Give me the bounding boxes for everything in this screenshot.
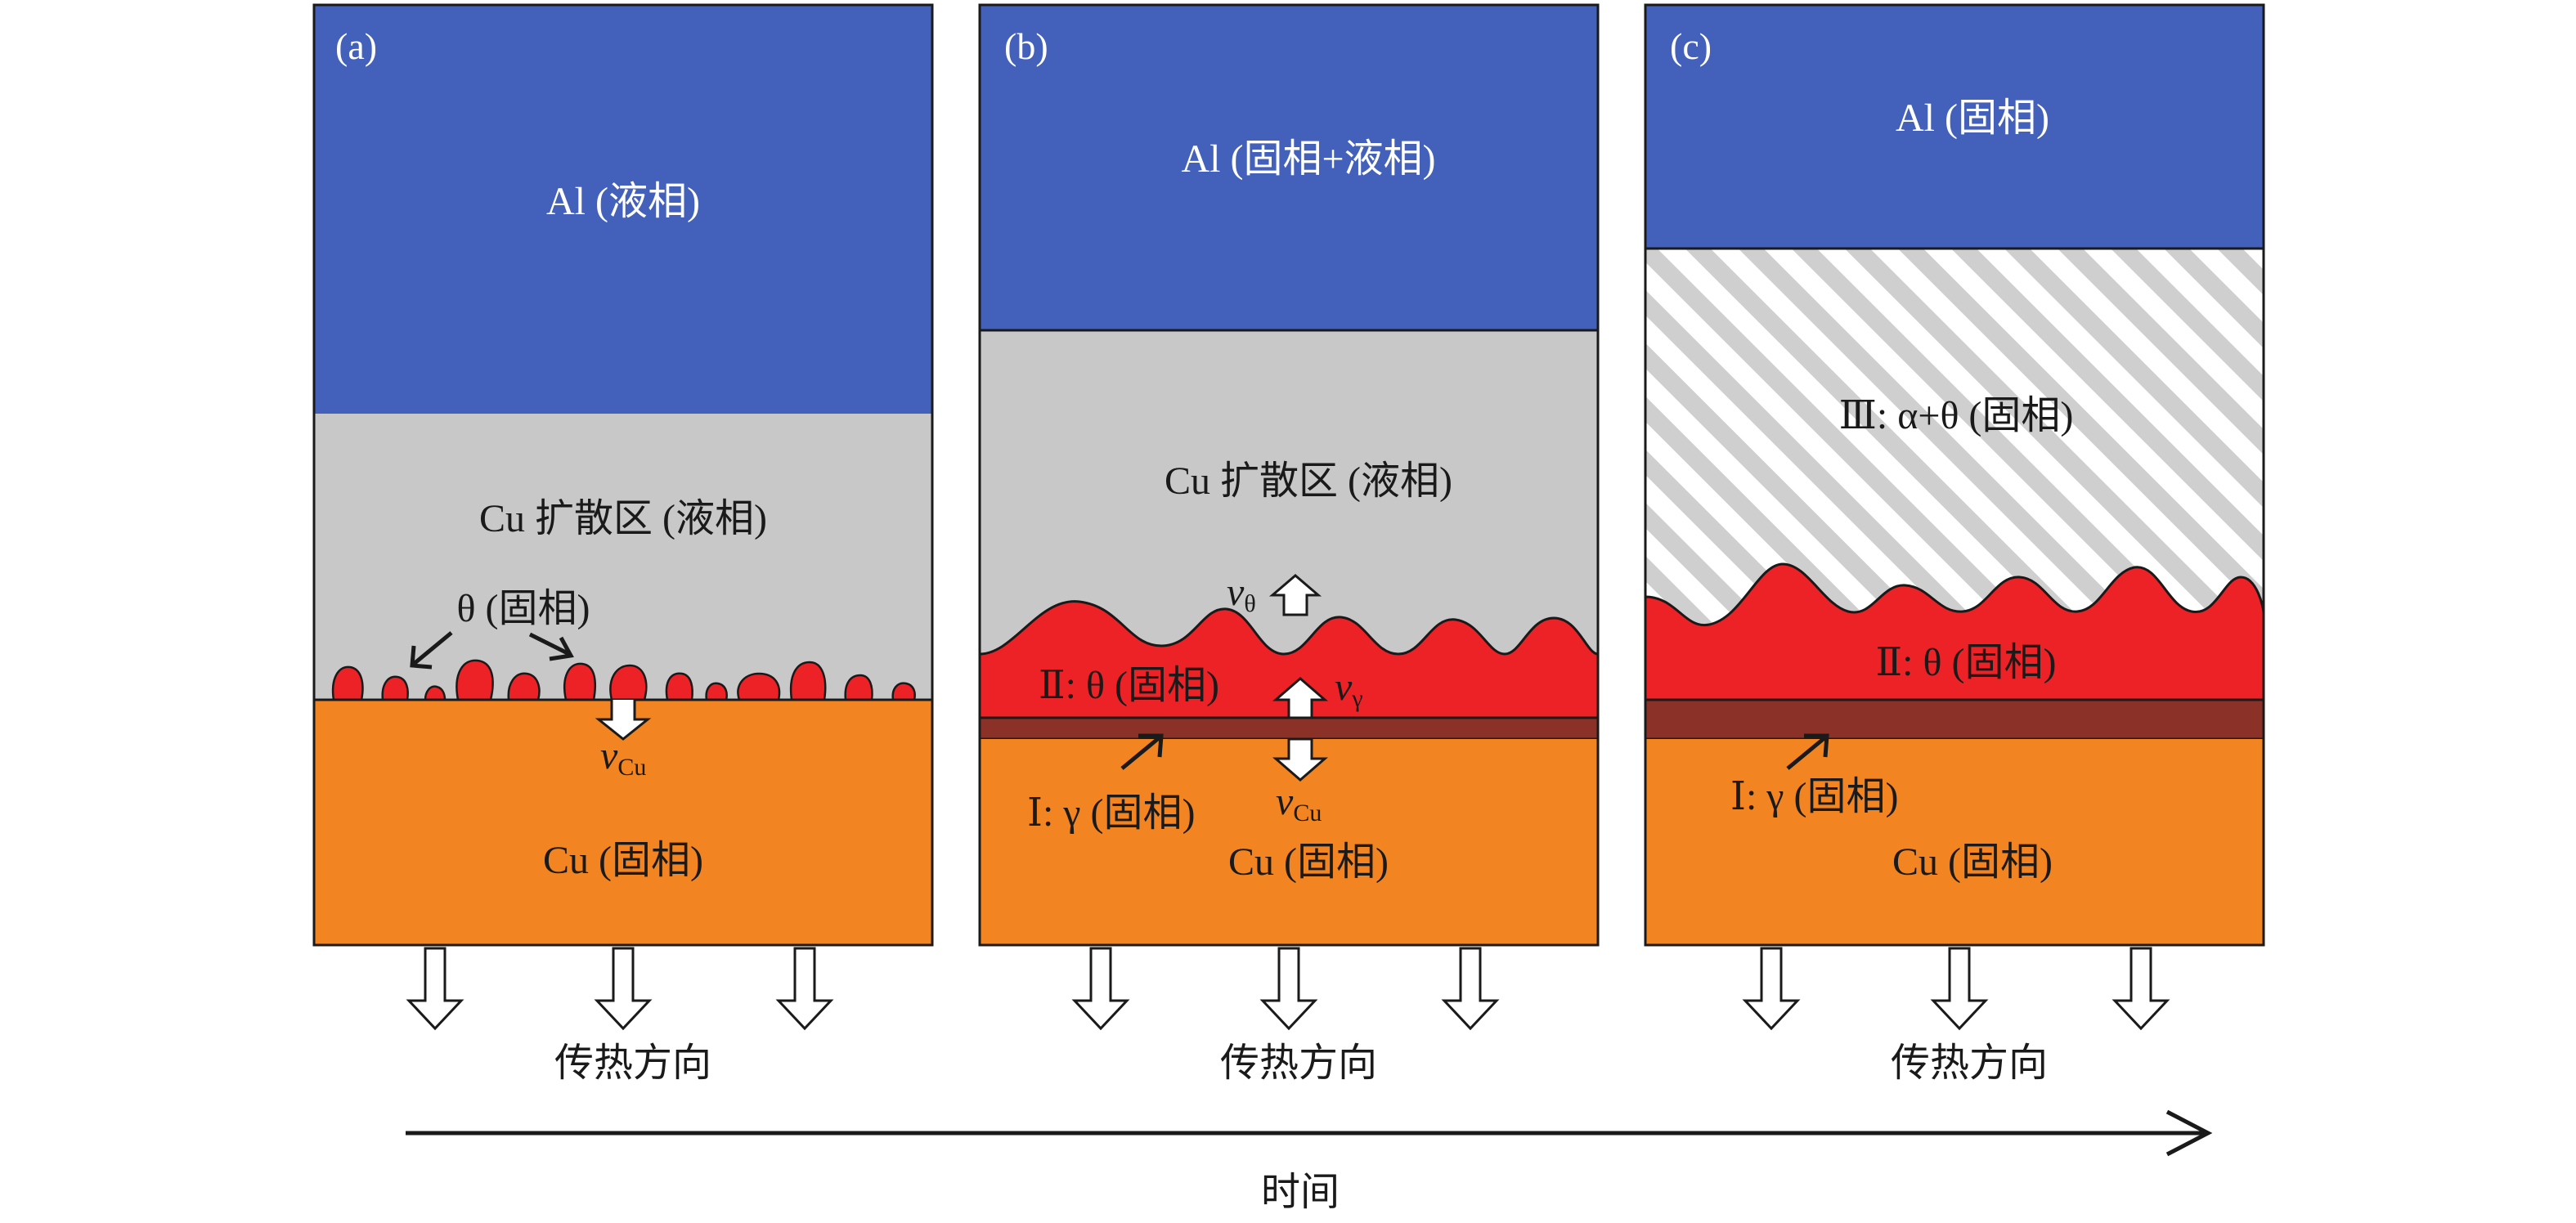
gamma-pointer-arrow — [1786, 733, 1829, 770]
diffusion-label: Cu 扩散区 (液相) — [479, 497, 767, 540]
panel-frame — [978, 3, 1600, 947]
v-theta-symbol: v — [1227, 571, 1245, 614]
layer2-label: Ⅱ: θ (固相) — [1876, 641, 2057, 684]
v-theta-arrow — [1268, 574, 1322, 616]
panel-c: (c) Al (固相) Ⅲ: α+θ (固相) Ⅱ: θ (固相) Ⅰ: γ (… — [1644, 3, 2265, 1085]
panel-b: (b) Al (固相+液相) Cu 扩散区 (液相) vθ Ⅱ: θ (固相) … — [978, 3, 1600, 1085]
theta-nuclei — [331, 659, 916, 701]
gamma-pointer-arrow — [1120, 733, 1164, 770]
heat-flow-arrows — [1071, 947, 1500, 1031]
heat-direction-label: 传热方向 — [554, 1042, 711, 1085]
gamma-layer — [978, 716, 1600, 741]
time-axis: 时间 — [406, 1109, 2213, 1214]
v-theta-subscript: θ — [1244, 590, 1255, 617]
layer3-label: Ⅲ: α+θ (固相) — [1839, 394, 2074, 437]
panel-letter: (a) — [335, 25, 377, 67]
panel-a: (a) Al (液相) Cu 扩散区 (液相) θ (固相) vCu Cu (固… — [312, 3, 934, 1085]
theta-layer — [1644, 562, 2265, 701]
cu-label: Cu (固相) — [543, 839, 703, 882]
v-cu-arrow — [1272, 737, 1329, 782]
v-theta-label: vθ — [1227, 571, 1256, 617]
cu-label: Cu (固相) — [1228, 840, 1389, 884]
v-cu-arrow — [595, 700, 652, 741]
heat-direction-label: 传热方向 — [1220, 1042, 1377, 1085]
gamma-layer — [1644, 698, 2265, 741]
alpha-theta-layer — [1645, 249, 2264, 625]
cu-solid-region — [980, 739, 1598, 945]
al-label: Al (固相) — [1896, 96, 2049, 140]
time-label: 时间 — [1261, 1171, 1340, 1214]
diffusion-label: Cu 扩散区 (液相) — [1165, 459, 1452, 503]
theta-pointer-arrows — [410, 631, 574, 670]
panel-letter: (b) — [1004, 25, 1048, 67]
layer1-label: Ⅰ: γ (固相) — [1027, 791, 1195, 835]
al-solid-region — [1645, 5, 2264, 249]
diffusion-zone-region — [314, 414, 932, 700]
theta-label: θ (固相) — [457, 587, 590, 630]
al-liquid-region — [314, 5, 932, 414]
v-gamma-symbol: v — [1335, 665, 1353, 709]
heat-flow-arrows — [406, 947, 834, 1031]
heat-direction-label: 传热方向 — [1891, 1042, 2048, 1085]
v-gamma-arrow — [1272, 677, 1329, 719]
theta-layer — [978, 600, 1600, 719]
heat-flow-arrows — [1742, 947, 2170, 1031]
layer2-label: Ⅱ: θ (固相) — [1039, 664, 1219, 707]
v-cu-symbol: v — [600, 734, 618, 777]
v-gamma-label: vγ — [1335, 665, 1363, 712]
v-cu-symbol: v — [1276, 780, 1294, 823]
cu-label: Cu (固相) — [1892, 840, 2053, 884]
cu-solid-region — [314, 700, 932, 945]
panel-frame — [1644, 3, 2265, 947]
v-cu-label: vCu — [1276, 780, 1322, 827]
al-mixed-region — [980, 5, 1598, 330]
v-cu-subscript: Cu — [617, 754, 646, 781]
cu-solid-region — [1645, 739, 2264, 945]
v-gamma-subscript: γ — [1351, 685, 1362, 712]
panel-frame — [312, 3, 934, 947]
time-arrow-head — [2165, 1109, 2213, 1157]
layer1-label: Ⅰ: γ (固相) — [1730, 775, 1898, 818]
v-cu-subscript: Cu — [1293, 800, 1322, 827]
v-cu-label: vCu — [600, 734, 646, 781]
panel-letter: (c) — [1670, 25, 1712, 67]
al-label: Al (固相+液相) — [1181, 137, 1435, 181]
al-label: Al (液相) — [546, 180, 700, 223]
